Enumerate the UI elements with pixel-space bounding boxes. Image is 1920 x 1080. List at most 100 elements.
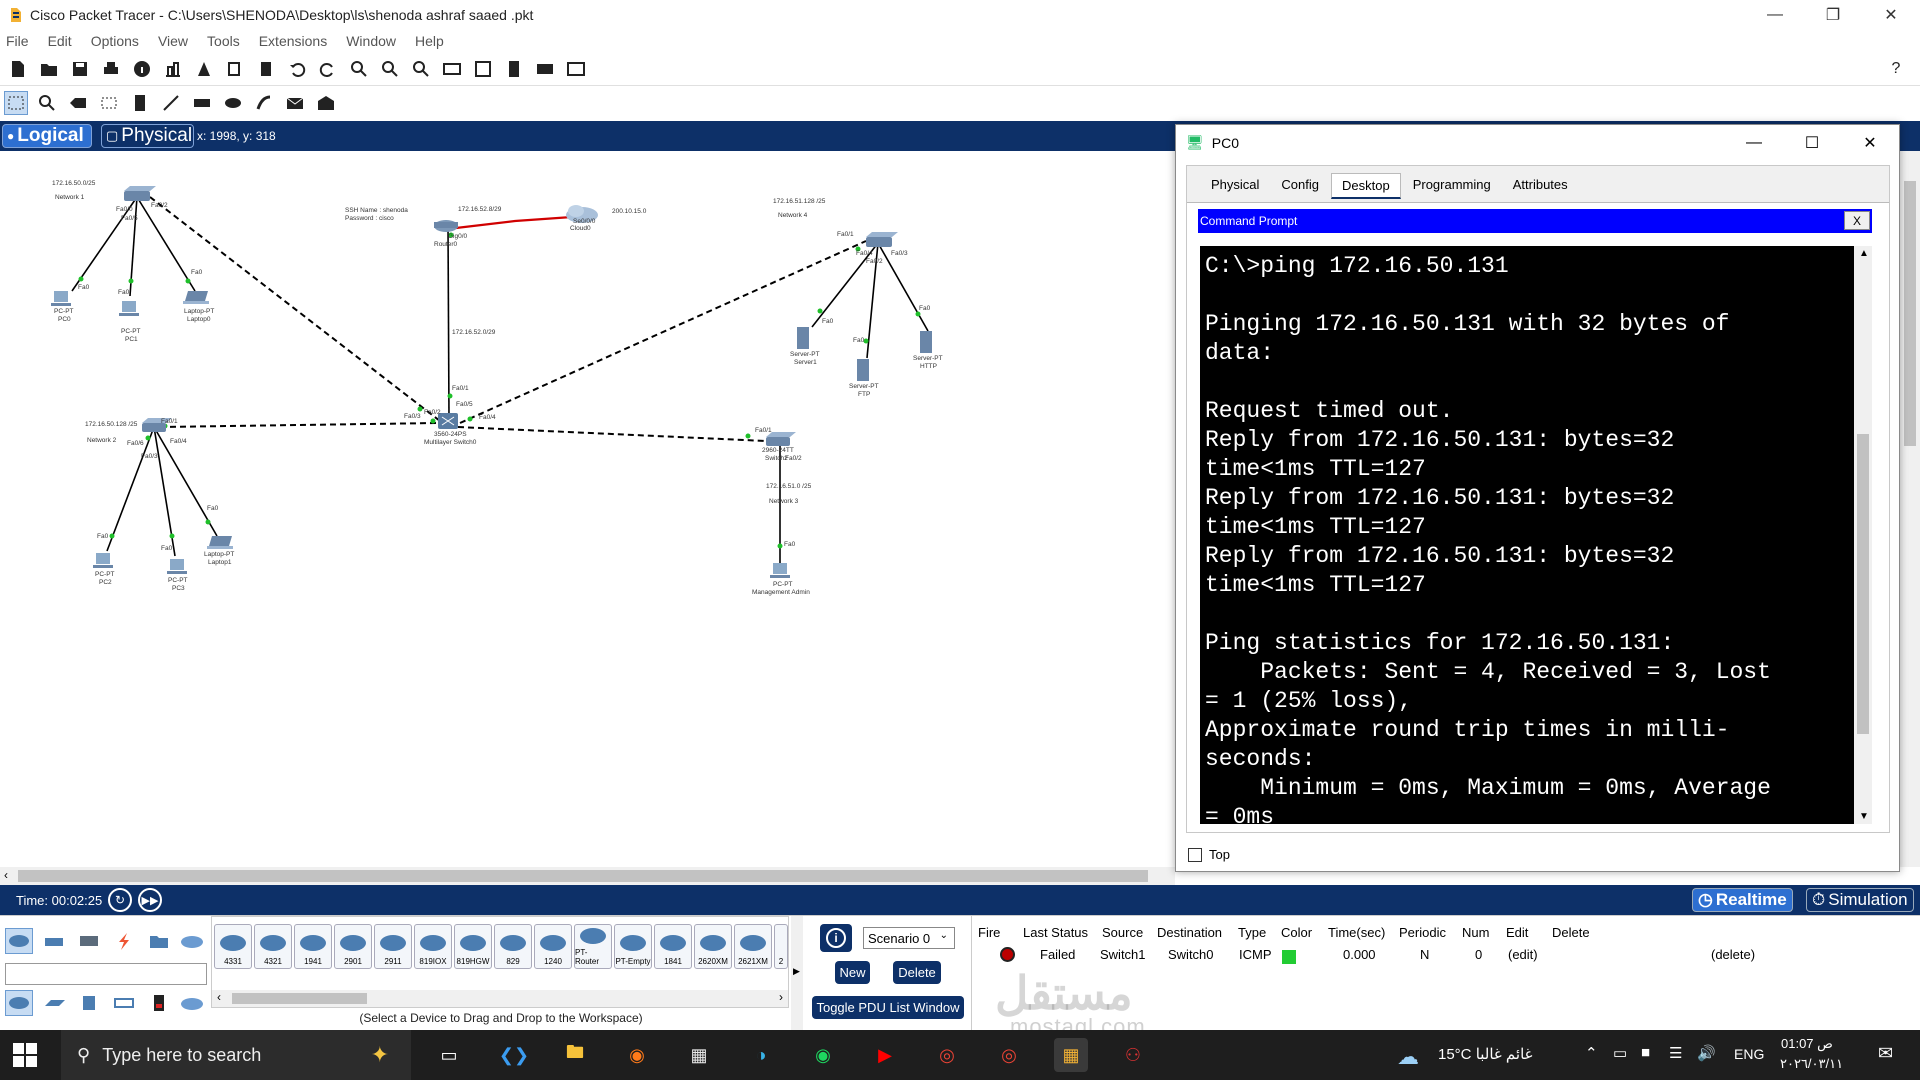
file-explorer-icon[interactable]: 🖿 (566, 1042, 584, 1062)
workspace-hscrollbar[interactable]: ‹ (0, 867, 1175, 885)
menu-view[interactable]: View (157, 33, 189, 49)
wan-emulation-category-icon[interactable] (178, 928, 206, 954)
activity-wizard-icon[interactable] (192, 57, 216, 81)
text-file-icon[interactable] (502, 57, 526, 81)
device-1240[interactable]: 1240 (534, 924, 572, 969)
wireless-subtype-icon[interactable] (110, 990, 138, 1016)
menu-extensions[interactable]: Extensions (258, 33, 328, 49)
device-4331[interactable]: 4331 (214, 924, 252, 969)
end-devices-category-icon[interactable] (145, 928, 173, 954)
tab-physical[interactable]: ▢ Physical (101, 124, 194, 148)
zoom-in-icon[interactable] (347, 57, 371, 81)
device-4321[interactable]: 4321 (254, 924, 292, 969)
device-2620xm[interactable]: 2620XM (694, 924, 732, 969)
menu-edit[interactable]: Edit (47, 33, 72, 49)
volume-icon[interactable]: 🔊 (1697, 1045, 1716, 1062)
app-taskbar-icon[interactable]: ⚇ (1124, 1044, 1142, 1065)
fire-icon[interactable] (1000, 947, 1015, 962)
router-subtype-icon[interactable] (5, 990, 33, 1016)
power-cycle-icon[interactable]: ↻ (108, 888, 132, 912)
draw-ellipse-icon[interactable] (221, 91, 245, 115)
device-scroll-right-icon[interactable]: › (779, 990, 783, 1004)
print-icon[interactable] (99, 57, 123, 81)
device-list-scrollbar[interactable]: ‹ › (212, 990, 788, 1007)
device-pt-empty[interactable]: PT-Empty (614, 924, 652, 969)
cmd-output[interactable]: C:\>ping 172.16.50.131 Pinging 172.16.50… (1200, 246, 1854, 824)
top-checkbox[interactable]: Top (1188, 847, 1230, 862)
delete-icon[interactable] (66, 91, 90, 115)
add-complex-pdu-icon[interactable] (314, 91, 338, 115)
meet-icon[interactable]: ■ (1641, 1044, 1651, 1061)
panel-splitter[interactable]: ▶ (791, 916, 803, 1031)
cmd-scrollbar[interactable]: ▲ ▼ (1854, 246, 1872, 824)
scroll-down-icon[interactable]: ▼ (1859, 811, 1869, 822)
clock-time[interactable]: 01:07 ص (1781, 1036, 1833, 1051)
fast-forward-icon[interactable]: ▶▶ (138, 888, 162, 912)
store-icon[interactable]: ▦ (690, 1044, 708, 1065)
help-icon[interactable]: ? (1891, 59, 1901, 77)
scroll-up-icon[interactable]: ▲ (1859, 248, 1869, 259)
chrome-profile-icon[interactable]: ◎ (1001, 1044, 1017, 1065)
vscode-icon[interactable]: ❮❯ (498, 1044, 530, 1065)
menu-help[interactable]: Help (415, 33, 444, 49)
tab-logical[interactable]: ● Logical (2, 124, 92, 148)
zoom-reset-icon[interactable] (378, 57, 402, 81)
realtime-button[interactable]: ◷ Realtime (1692, 888, 1793, 912)
tab-desktop[interactable]: Desktop (1331, 173, 1401, 199)
new-scenario-button[interactable]: New (835, 961, 870, 984)
select-icon[interactable] (4, 91, 28, 115)
menu-options[interactable]: Options (90, 33, 139, 49)
place-note-icon[interactable] (128, 91, 152, 115)
device-template-icon[interactable] (533, 57, 557, 81)
device-2911[interactable]: 2911 (374, 924, 412, 969)
simulation-button[interactable]: ⏱ Simulation (1806, 888, 1914, 912)
device-819iox[interactable]: 819IOX (414, 924, 452, 969)
paste-icon[interactable] (254, 57, 278, 81)
close-button[interactable]: ✕ (1884, 7, 1898, 24)
tab-programming[interactable]: Programming (1412, 177, 1491, 192)
scenario-select[interactable]: Scenario 0 ⌄ (863, 927, 955, 949)
tab-attributes[interactable]: Attributes (1512, 177, 1568, 192)
open-folder-icon[interactable] (37, 57, 61, 81)
task-view-icon[interactable]: ▭ (440, 1044, 458, 1065)
topology-canvas[interactable] (0, 151, 1175, 867)
cmd-scroll-thumb[interactable] (1857, 434, 1869, 734)
device-partial[interactable]: 2 (774, 924, 788, 969)
workspace-vscrollbar[interactable] (1900, 151, 1920, 867)
battery-icon[interactable]: ▭ (1613, 1045, 1628, 1062)
firefox-icon[interactable]: ◉ (629, 1044, 645, 1065)
packet-tracer-taskbar-icon[interactable]: ▦ (1054, 1038, 1088, 1072)
device-pt-router[interactable]: PT-Router (574, 924, 612, 969)
device-1841[interactable]: 1841 (654, 924, 692, 969)
new-file-icon[interactable] (6, 57, 30, 81)
youtube-icon[interactable]: ▶ (878, 1044, 892, 1065)
tab-config[interactable]: Config (1281, 177, 1319, 192)
info-button[interactable]: i (820, 924, 852, 952)
screenshot-icon[interactable] (564, 57, 588, 81)
zoom-out-icon[interactable] (409, 57, 433, 81)
pdu-delete-link[interactable]: (delete) (1711, 947, 1756, 962)
minimize-button[interactable]: — (1767, 6, 1783, 23)
draw-rectangle-icon[interactable] (190, 91, 214, 115)
drawing-palette-icon[interactable] (440, 57, 464, 81)
custom-device-icon[interactable] (471, 57, 495, 81)
undo-icon[interactable] (285, 57, 309, 81)
device-2901[interactable]: 2901 (334, 924, 372, 969)
notification-icon[interactable]: ✉ (1878, 1043, 1894, 1063)
device-829[interactable]: 829 (494, 924, 532, 969)
hub-subtype-icon[interactable] (75, 990, 103, 1016)
spotify-icon[interactable]: ◉ (815, 1044, 831, 1065)
clock-date[interactable]: ٢٠٢٦/٠٣/١١ (1780, 1056, 1844, 1071)
routers-category-icon[interactable] (5, 928, 33, 954)
freeform-icon[interactable] (252, 91, 276, 115)
info-icon[interactable] (130, 57, 154, 81)
vscroll-thumb[interactable] (1904, 181, 1916, 446)
inspect-icon[interactable] (35, 91, 59, 115)
pc0-maximize-button[interactable]: ☐ (1804, 134, 1820, 152)
chrome-icon[interactable]: ◎ (939, 1044, 955, 1065)
top-checkbox-box[interactable] (1188, 847, 1202, 862)
splitter-arrow-icon[interactable]: ▶ (793, 966, 800, 976)
pc0-close-button[interactable]: ✕ (1863, 134, 1877, 152)
cloud-subtype-icon[interactable] (178, 990, 206, 1016)
hubs-category-icon[interactable] (75, 928, 103, 954)
